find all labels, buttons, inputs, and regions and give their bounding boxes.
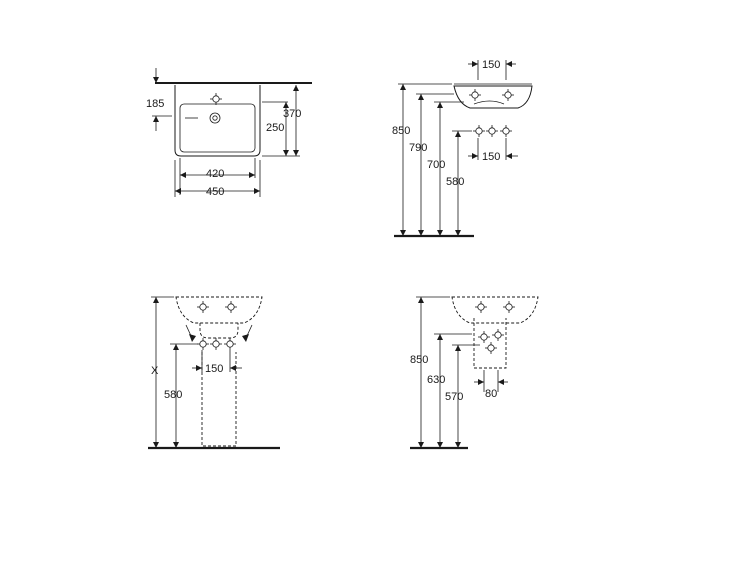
dim-x: X: [151, 365, 159, 377]
dim-580-pedestal: 580: [164, 389, 182, 401]
dim-630: 630: [427, 374, 445, 386]
side-semi-pedestal-view: 850 630 570 80: [410, 296, 539, 450]
basin-outline: [174, 85, 261, 157]
dim-150-conn: 150: [482, 151, 500, 163]
dim-700: 700: [427, 159, 445, 171]
dim-370: 370: [283, 108, 301, 120]
pedestal-dashed: [201, 352, 237, 447]
dim-790: 790: [409, 142, 427, 154]
dim-80: 80: [485, 388, 497, 400]
basin-side: [453, 85, 533, 109]
dim-250: 250: [266, 122, 284, 134]
basin-dashed: [175, 296, 263, 324]
tap-hole-icon: [209, 92, 223, 106]
top-plan-view: 185 370 250 420 450: [146, 68, 312, 198]
dim-185: 185: [146, 98, 164, 110]
dim-850-semi: 850: [410, 354, 428, 366]
dim-450: 450: [206, 186, 224, 198]
drain-icon: [209, 112, 221, 124]
basin-bowl: [179, 103, 256, 153]
dim-580: 580: [446, 176, 464, 188]
front-pedestal-view: X 580 150: [148, 296, 280, 450]
side-elevation-view: 150 150 850 790 700 580: [392, 59, 533, 238]
dim-150-pedestal: 150: [205, 363, 223, 375]
dim-850: 850: [392, 125, 410, 137]
basin-dashed-4: [451, 296, 539, 324]
dim-150-top: 150: [482, 59, 500, 71]
semi-pedestal-dashed: [473, 318, 507, 369]
dim-420: 420: [206, 168, 224, 180]
dim-570: 570: [445, 391, 463, 403]
